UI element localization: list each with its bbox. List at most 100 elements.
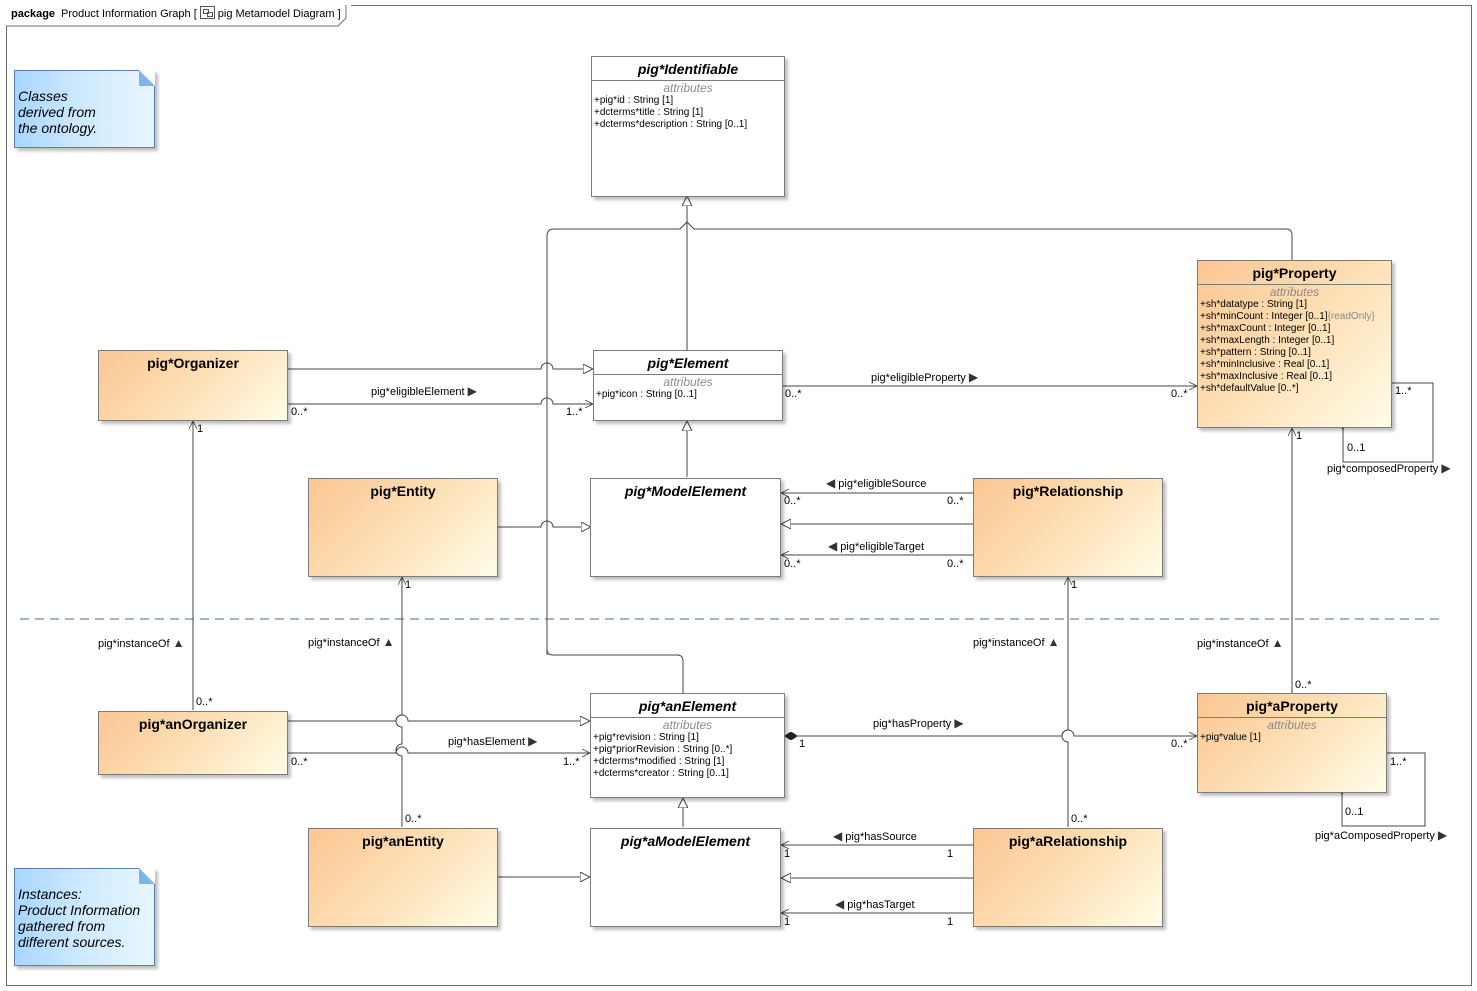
label-text: pig*instanceOf	[308, 637, 380, 649]
package-frame	[6, 5, 1472, 986]
mult-a-model-element-source: 1	[784, 848, 791, 860]
attribute: +pig*priorRevision : String [0..*]	[593, 744, 733, 755]
class-an-organizer[interactable]: pig*anOrganizer	[98, 711, 288, 775]
direction-left-icon: ◀	[826, 476, 836, 490]
mult-element-eligible-element: 1..*	[566, 406, 583, 418]
compartment-label: attributes	[663, 81, 713, 95]
label-instance-of-relationship: pig*instanceOf ▲	[973, 636, 1060, 649]
label-eligible-source: ◀ pig*eligibleSource	[826, 477, 926, 490]
gen-entity-modelelement	[498, 520, 591, 527]
mult-an-element-has-property: 1	[799, 738, 806, 750]
mult-property-composed-one: 0..1	[1347, 442, 1366, 454]
mult-property-composed-many: 1..*	[1395, 385, 1412, 397]
class-name: pig*anEntity	[362, 833, 444, 849]
gen-anorganizer-anelement	[288, 714, 590, 721]
attribute: +dcterms*modified : String [1]	[593, 756, 725, 767]
compartment-label: attributes	[1267, 718, 1317, 732]
mult-organizer-instance: 1	[197, 423, 204, 435]
direction-right-icon: ▶	[954, 716, 964, 730]
label-eligible-element: pig*eligibleElement ▶	[371, 385, 477, 398]
attribute: +pig*value [1]	[1200, 732, 1261, 743]
label-text: pig*hasProperty	[873, 718, 952, 730]
compartment-label: attributes	[1269, 285, 1320, 299]
class-an-entity[interactable]: pig*anEntity	[308, 828, 498, 927]
assoc-eligible-element	[288, 397, 593, 404]
label-text: pig*instanceOf	[973, 637, 1045, 649]
direction-right-icon: ▶	[1437, 828, 1448, 842]
mult-an-organizer-has-element: 0..*	[291, 756, 308, 768]
class-organizer[interactable]: pig*Organizer	[98, 350, 288, 421]
label-has-property: pig*hasProperty ▶	[873, 717, 964, 730]
mult-a-property-composed-one: 0..1	[1345, 806, 1364, 818]
class-a-property[interactable]: pig*aProperty attributes +pig*value [1]	[1197, 693, 1387, 793]
mult-a-model-element-target: 1	[784, 916, 791, 928]
class-name: pig*anElement	[591, 694, 784, 718]
attribute: +sh*pattern : String [0..1]	[1200, 347, 1311, 358]
mult-element-eligible-property: 0..*	[785, 388, 802, 400]
readonly-tag: {readOnly}	[1327, 311, 1375, 322]
gen-organizer-element	[288, 362, 593, 369]
mult-a-property-composed-many: 1..*	[1390, 756, 1407, 768]
class-relationship[interactable]: pig*Relationship	[973, 478, 1163, 577]
mult-a-relationship-target: 1	[947, 916, 954, 928]
attribute: +sh*defaultValue [0..*]	[1200, 383, 1299, 394]
mult-organizer-eligible-element: 0..*	[291, 406, 308, 418]
label-text: pig*instanceOf	[98, 638, 170, 650]
class-element[interactable]: pig*Element attributes +pig*icon : Strin…	[593, 350, 783, 421]
direction-up-icon: ▲	[1047, 635, 1060, 649]
mult-an-entity-instance: 0..*	[405, 813, 422, 825]
direction-up-icon: ▲	[1271, 636, 1284, 650]
note-classes-text: Classes derived from the ontology.	[18, 88, 98, 136]
class-name: pig*Relationship	[1012, 483, 1124, 499]
attribute: +sh*maxLength : Integer [0..1]	[1200, 335, 1335, 346]
class-name: pig*aModelElement	[620, 833, 751, 849]
direction-up-icon: ▲	[172, 636, 185, 650]
direction-right-icon: ▶	[1441, 461, 1451, 475]
class-name: pig*aProperty	[1198, 694, 1386, 718]
class-name: pig*Entity	[370, 483, 436, 499]
gen-anelement-identifiable-a	[546, 221, 688, 655]
class-a-model-element[interactable]: pig*aModelElement	[590, 828, 781, 927]
mult-property-eligible-property: 0..*	[1171, 388, 1188, 400]
note-classes[interactable]: Classes derived from the ontology.	[14, 70, 155, 148]
direction-right-icon: ▶	[968, 370, 979, 384]
attribute: +sh*maxCount : Integer [0..1]	[1200, 323, 1331, 334]
assoc-a-composed-property	[1341, 752, 1426, 827]
class-property[interactable]: pig*Property attributes +sh*datatype : S…	[1197, 260, 1392, 428]
label-composed-property: pig*composedProperty ▶	[1327, 462, 1451, 475]
mult-a-relationship-source: 1	[947, 848, 954, 860]
direction-right-icon: ▶	[528, 734, 538, 748]
attribute: +pig*icon : String [0..1]	[596, 389, 697, 400]
mult-modelelement-source: 0..*	[784, 495, 801, 507]
label-text: pig*composedProperty	[1327, 463, 1439, 475]
class-identifiable[interactable]: pig*Identifiable attributes +pig*id : St…	[591, 56, 785, 197]
class-entity[interactable]: pig*Entity	[308, 478, 498, 577]
class-a-relationship[interactable]: pig*aRelationship	[973, 828, 1163, 927]
attribute: +sh*minInclusive : Real [0..1]	[1200, 359, 1330, 370]
label-text: pig*hasSource	[845, 831, 917, 843]
note-fold-corner	[139, 70, 155, 86]
assoc-composed-property	[1342, 382, 1434, 463]
attribute: +pig*id : String [1]	[594, 95, 674, 106]
mult-an-organizer-instance: 0..*	[196, 696, 213, 708]
label-has-target: ◀ pig*hasTarget	[835, 898, 915, 911]
direction-left-icon: ◀	[835, 897, 845, 911]
attribute: +pig*revision : String [1]	[593, 732, 699, 743]
frame-bracket-close: ]	[337, 8, 341, 20]
class-name: pig*Identifiable	[592, 57, 784, 81]
class-name: pig*anOrganizer	[138, 716, 248, 732]
class-model-element[interactable]: pig*ModelElement	[590, 478, 781, 577]
class-an-element[interactable]: pig*anElement attributes +pig*revision :…	[590, 693, 785, 798]
note-instances[interactable]: Instances: Product Information gathered …	[14, 868, 155, 966]
attribute: +sh*minCount : Integer [0..1]	[1200, 311, 1328, 322]
label-text: pig*instanceOf	[1197, 638, 1269, 650]
class-name: pig*aRelationship	[1008, 833, 1128, 849]
class-name: pig*Organizer	[147, 355, 239, 371]
label-text: pig*aComposedProperty	[1315, 830, 1435, 842]
attribute: +sh*maxInclusive : Real [0..1]	[1200, 371, 1333, 382]
attribute-row: +sh*minCount : Integer [0..1]{readOnly}	[1198, 311, 1391, 323]
label-text: pig*eligibleTarget	[840, 541, 925, 553]
label-text: pig*hasElement	[448, 736, 526, 748]
